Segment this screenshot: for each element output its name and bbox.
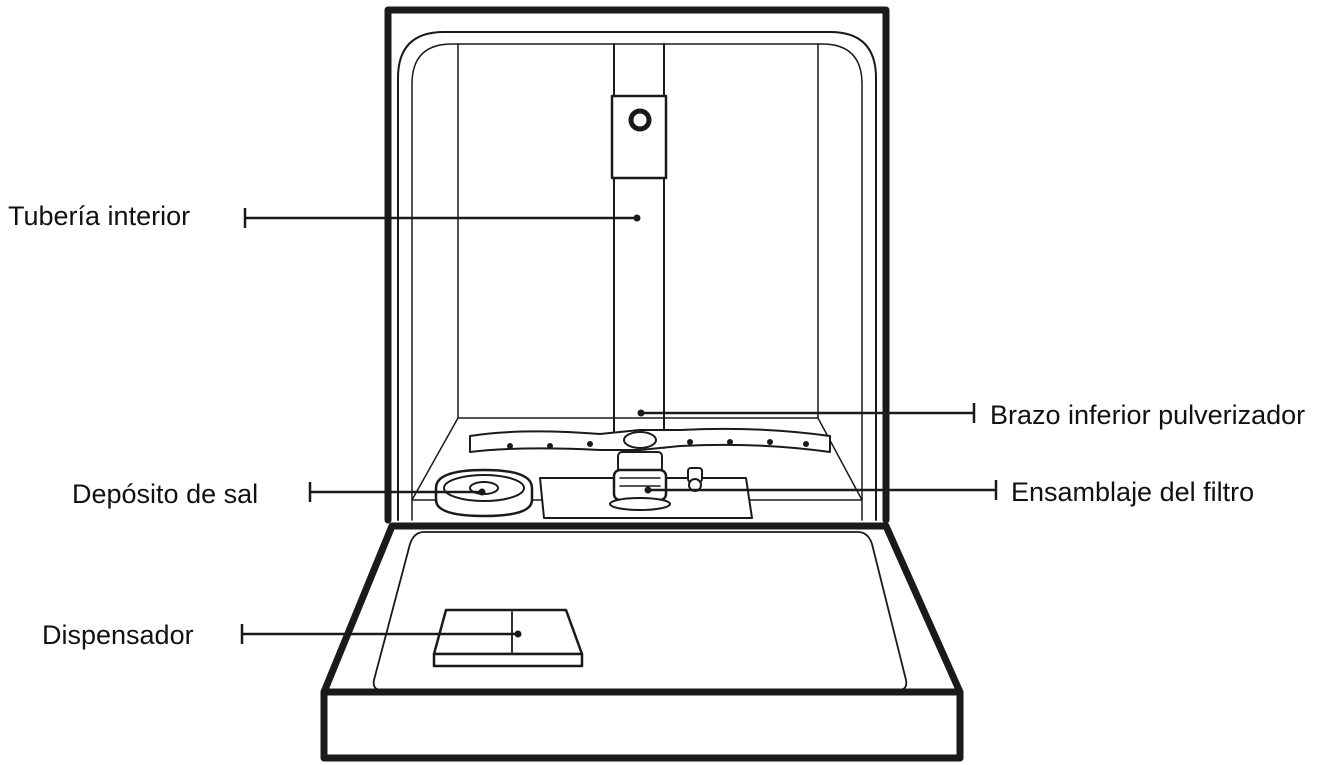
label-inner-pipe: Tubería interior bbox=[8, 201, 191, 231]
leader-dispenser bbox=[240, 624, 522, 644]
upper-nozzle-hole bbox=[628, 108, 652, 132]
leader-lower-spray-arm bbox=[637, 403, 976, 423]
door-base bbox=[320, 688, 964, 762]
tub-floor bbox=[411, 417, 863, 501]
label-lower-spray-arm: Brazo inferior pulverizador bbox=[990, 400, 1306, 430]
rinse-nozzle bbox=[687, 467, 703, 492]
label-dispenser: Dispensador bbox=[42, 620, 194, 650]
cabinet-outer bbox=[384, 6, 890, 524]
leader-filter-assembly bbox=[644, 480, 998, 500]
filter-assembly bbox=[609, 451, 671, 511]
label-filter-assembly: Ensamblaje del filtro bbox=[1011, 477, 1255, 507]
dispenser bbox=[432, 608, 584, 668]
label-salt-container: Depósito de sal bbox=[72, 479, 259, 509]
leader-salt-container bbox=[308, 482, 486, 502]
spray-arm-hub bbox=[623, 431, 657, 449]
tub-inner bbox=[397, 31, 877, 521]
door-outer bbox=[320, 522, 964, 696]
spray-arm-holes bbox=[507, 439, 809, 449]
upper-nozzle bbox=[610, 94, 668, 180]
leader-inner-pipe bbox=[243, 208, 641, 228]
tub-inner-line bbox=[411, 43, 863, 521]
door-inner bbox=[372, 531, 908, 691]
